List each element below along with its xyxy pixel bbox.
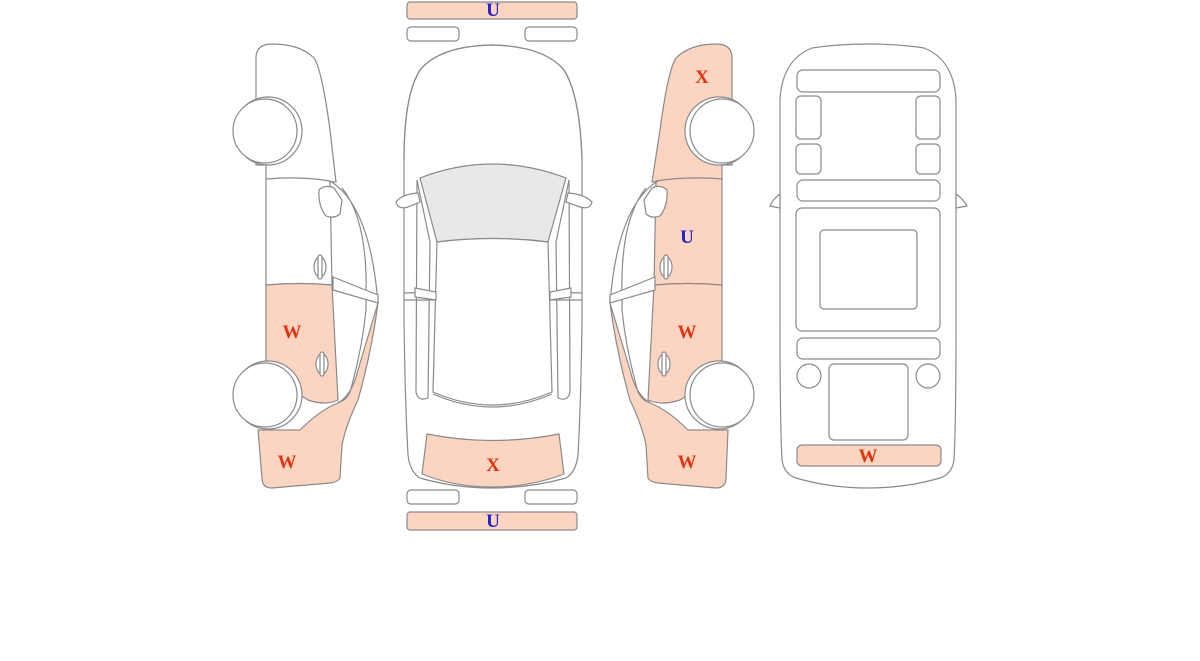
left-rear-door-handle-icon (315, 351, 329, 377)
rear-right-bracket (524, 489, 578, 505)
roof-panel[interactable] (432, 237, 553, 406)
right-upper-door-trim (609, 276, 656, 304)
underbody-rear-mark: W (859, 446, 878, 467)
underbody-left-tab (769, 192, 781, 209)
underbody-spare-well[interactable] (828, 363, 909, 441)
left-mirror-top[interactable] (395, 192, 421, 209)
right-front-fender-mark: X (695, 67, 709, 88)
underbody-front-right-mount[interactable] (915, 95, 941, 140)
underbody-view: W (769, 43, 968, 489)
right-front-wheel[interactable] (689, 98, 755, 164)
left-front-wheel[interactable] (232, 98, 298, 164)
trunk-lid-panel[interactable] (421, 433, 565, 488)
top-view: U X U (395, 0, 593, 532)
windshield[interactable] (419, 163, 567, 243)
rear-bumper-mark: U (486, 511, 500, 532)
underbody-front-left-mount[interactable] (795, 95, 822, 140)
right-rear-quarter-mark: W (678, 452, 697, 473)
front-right-bracket (524, 26, 578, 42)
underbody-front-crossmember[interactable] (796, 69, 941, 93)
rear-window-line (432, 393, 553, 408)
right-rear-quarter-panel[interactable] (609, 302, 729, 489)
rear-bumper-panel[interactable] (406, 511, 578, 531)
underbody-rear-panel[interactable] (796, 444, 942, 467)
right-front-door-handle-icon (659, 254, 673, 280)
right-side-view: X U W W (609, 43, 755, 489)
left-upper-door-trim (332, 276, 379, 304)
left-rear-door-mark: W (283, 322, 302, 343)
trunk-lid-mark: X (486, 455, 500, 476)
left-rear-quarter-mark: W (278, 452, 297, 473)
underbody-rear-crossmember[interactable] (796, 337, 941, 360)
underbody-right-round-mount[interactable] (915, 363, 941, 389)
left-rear-wheel[interactable] (232, 362, 298, 428)
right-front-door-mark: U (680, 227, 694, 248)
underbody-mid-crossmember[interactable] (796, 179, 941, 202)
right-rear-wheel[interactable] (689, 362, 755, 428)
underbody-center-pan[interactable] (819, 229, 918, 310)
front-bumper-panel[interactable] (406, 1, 578, 20)
front-left-bracket (406, 26, 460, 42)
right-pillar-trim (549, 287, 572, 301)
underbody-right-tab (955, 192, 968, 209)
underbody-left-small-mount[interactable] (795, 143, 822, 175)
left-rear-quarter-panel[interactable] (257, 302, 379, 489)
front-bumper-mark: U (486, 0, 500, 21)
left-side-view: W W (232, 43, 379, 489)
left-front-door-handle-icon (313, 254, 327, 280)
rear-left-bracket (406, 489, 460, 505)
left-pillar-trim (414, 287, 437, 301)
underbody-right-small-mount[interactable] (915, 143, 941, 175)
right-rear-door-handle-icon (657, 351, 671, 377)
hood-panel[interactable] (403, 44, 583, 161)
underbody-left-round-mount[interactable] (796, 363, 822, 389)
left-mirror[interactable] (318, 185, 343, 218)
right-mirror[interactable] (643, 185, 668, 218)
right-mirror-top[interactable] (565, 192, 593, 209)
right-rear-door-mark: W (678, 322, 697, 343)
